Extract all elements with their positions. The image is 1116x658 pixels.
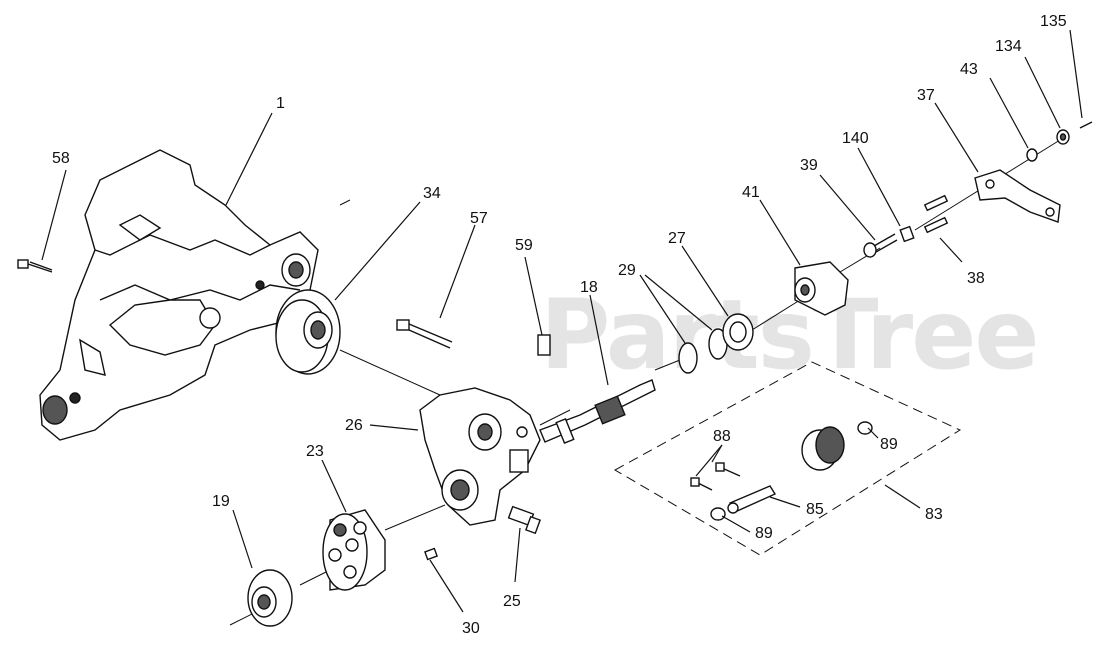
part-41-cover: [794, 261, 849, 316]
part-88-screws: [690, 462, 741, 491]
callout-1: 1: [276, 95, 285, 112]
part-85-shaft-gear: [727, 426, 845, 514]
part-30-key: [424, 547, 438, 561]
part-18-shaft: [539, 379, 656, 444]
callout-134: 134: [995, 38, 1022, 55]
part-37-bracket: [974, 169, 1061, 223]
callout-19: 19: [212, 493, 230, 510]
part-140-nut: [899, 225, 915, 243]
callout-23: 23: [306, 443, 324, 460]
part-39-screw: [863, 233, 898, 258]
part-25-fitting: [507, 505, 541, 535]
callout-29: 29: [618, 262, 636, 279]
part-19-seal: [247, 569, 293, 627]
callout-85: 85: [806, 501, 824, 518]
part-27-bearing: [722, 313, 754, 351]
part-26-center-section: [419, 387, 541, 526]
callout-labels: 1 58 34 57 59 18 29 27 41 39 140 37 43 1…: [52, 13, 1067, 637]
part-135-pin: [1079, 121, 1093, 129]
callout-58: 58: [52, 150, 70, 167]
callout-83: 83: [925, 506, 943, 523]
part-23-cylinder-block: [322, 509, 386, 591]
part-58-bolt: [17, 259, 53, 273]
callout-89-lower: 89: [755, 525, 773, 542]
callout-140: 140: [842, 130, 869, 147]
callout-41: 41: [742, 184, 760, 201]
callout-88: 88: [713, 428, 731, 445]
callout-43: 43: [960, 61, 978, 78]
leader-lines: [41, 29, 1083, 613]
part-38-pins: [923, 194, 949, 234]
callout-89-upper: 89: [880, 436, 898, 453]
callout-27: 27: [668, 230, 686, 247]
callout-18: 18: [580, 279, 598, 296]
part-1-main-housing: [39, 149, 319, 441]
callout-135: 135: [1040, 13, 1067, 30]
part-43-washer: [1026, 148, 1038, 162]
part-134-nut: [1056, 129, 1070, 145]
part-57-long-bolt: [396, 319, 453, 349]
callout-34: 34: [423, 185, 441, 202]
callout-25: 25: [503, 593, 521, 610]
callout-38: 38: [967, 270, 985, 287]
part-59-pin: [537, 334, 551, 356]
part-34-ring: [275, 289, 341, 375]
part-83-subassembly-outline: [613, 361, 962, 556]
callout-26: 26: [345, 417, 363, 434]
callout-30: 30: [462, 620, 480, 637]
callout-57: 57: [470, 210, 488, 227]
part-29-snap-rings: [678, 328, 728, 374]
callout-59: 59: [515, 237, 533, 254]
part-89-washers: [710, 421, 873, 521]
callout-39: 39: [800, 157, 818, 174]
callout-37: 37: [917, 87, 935, 104]
watermark: PartsTree: [540, 279, 1037, 391]
